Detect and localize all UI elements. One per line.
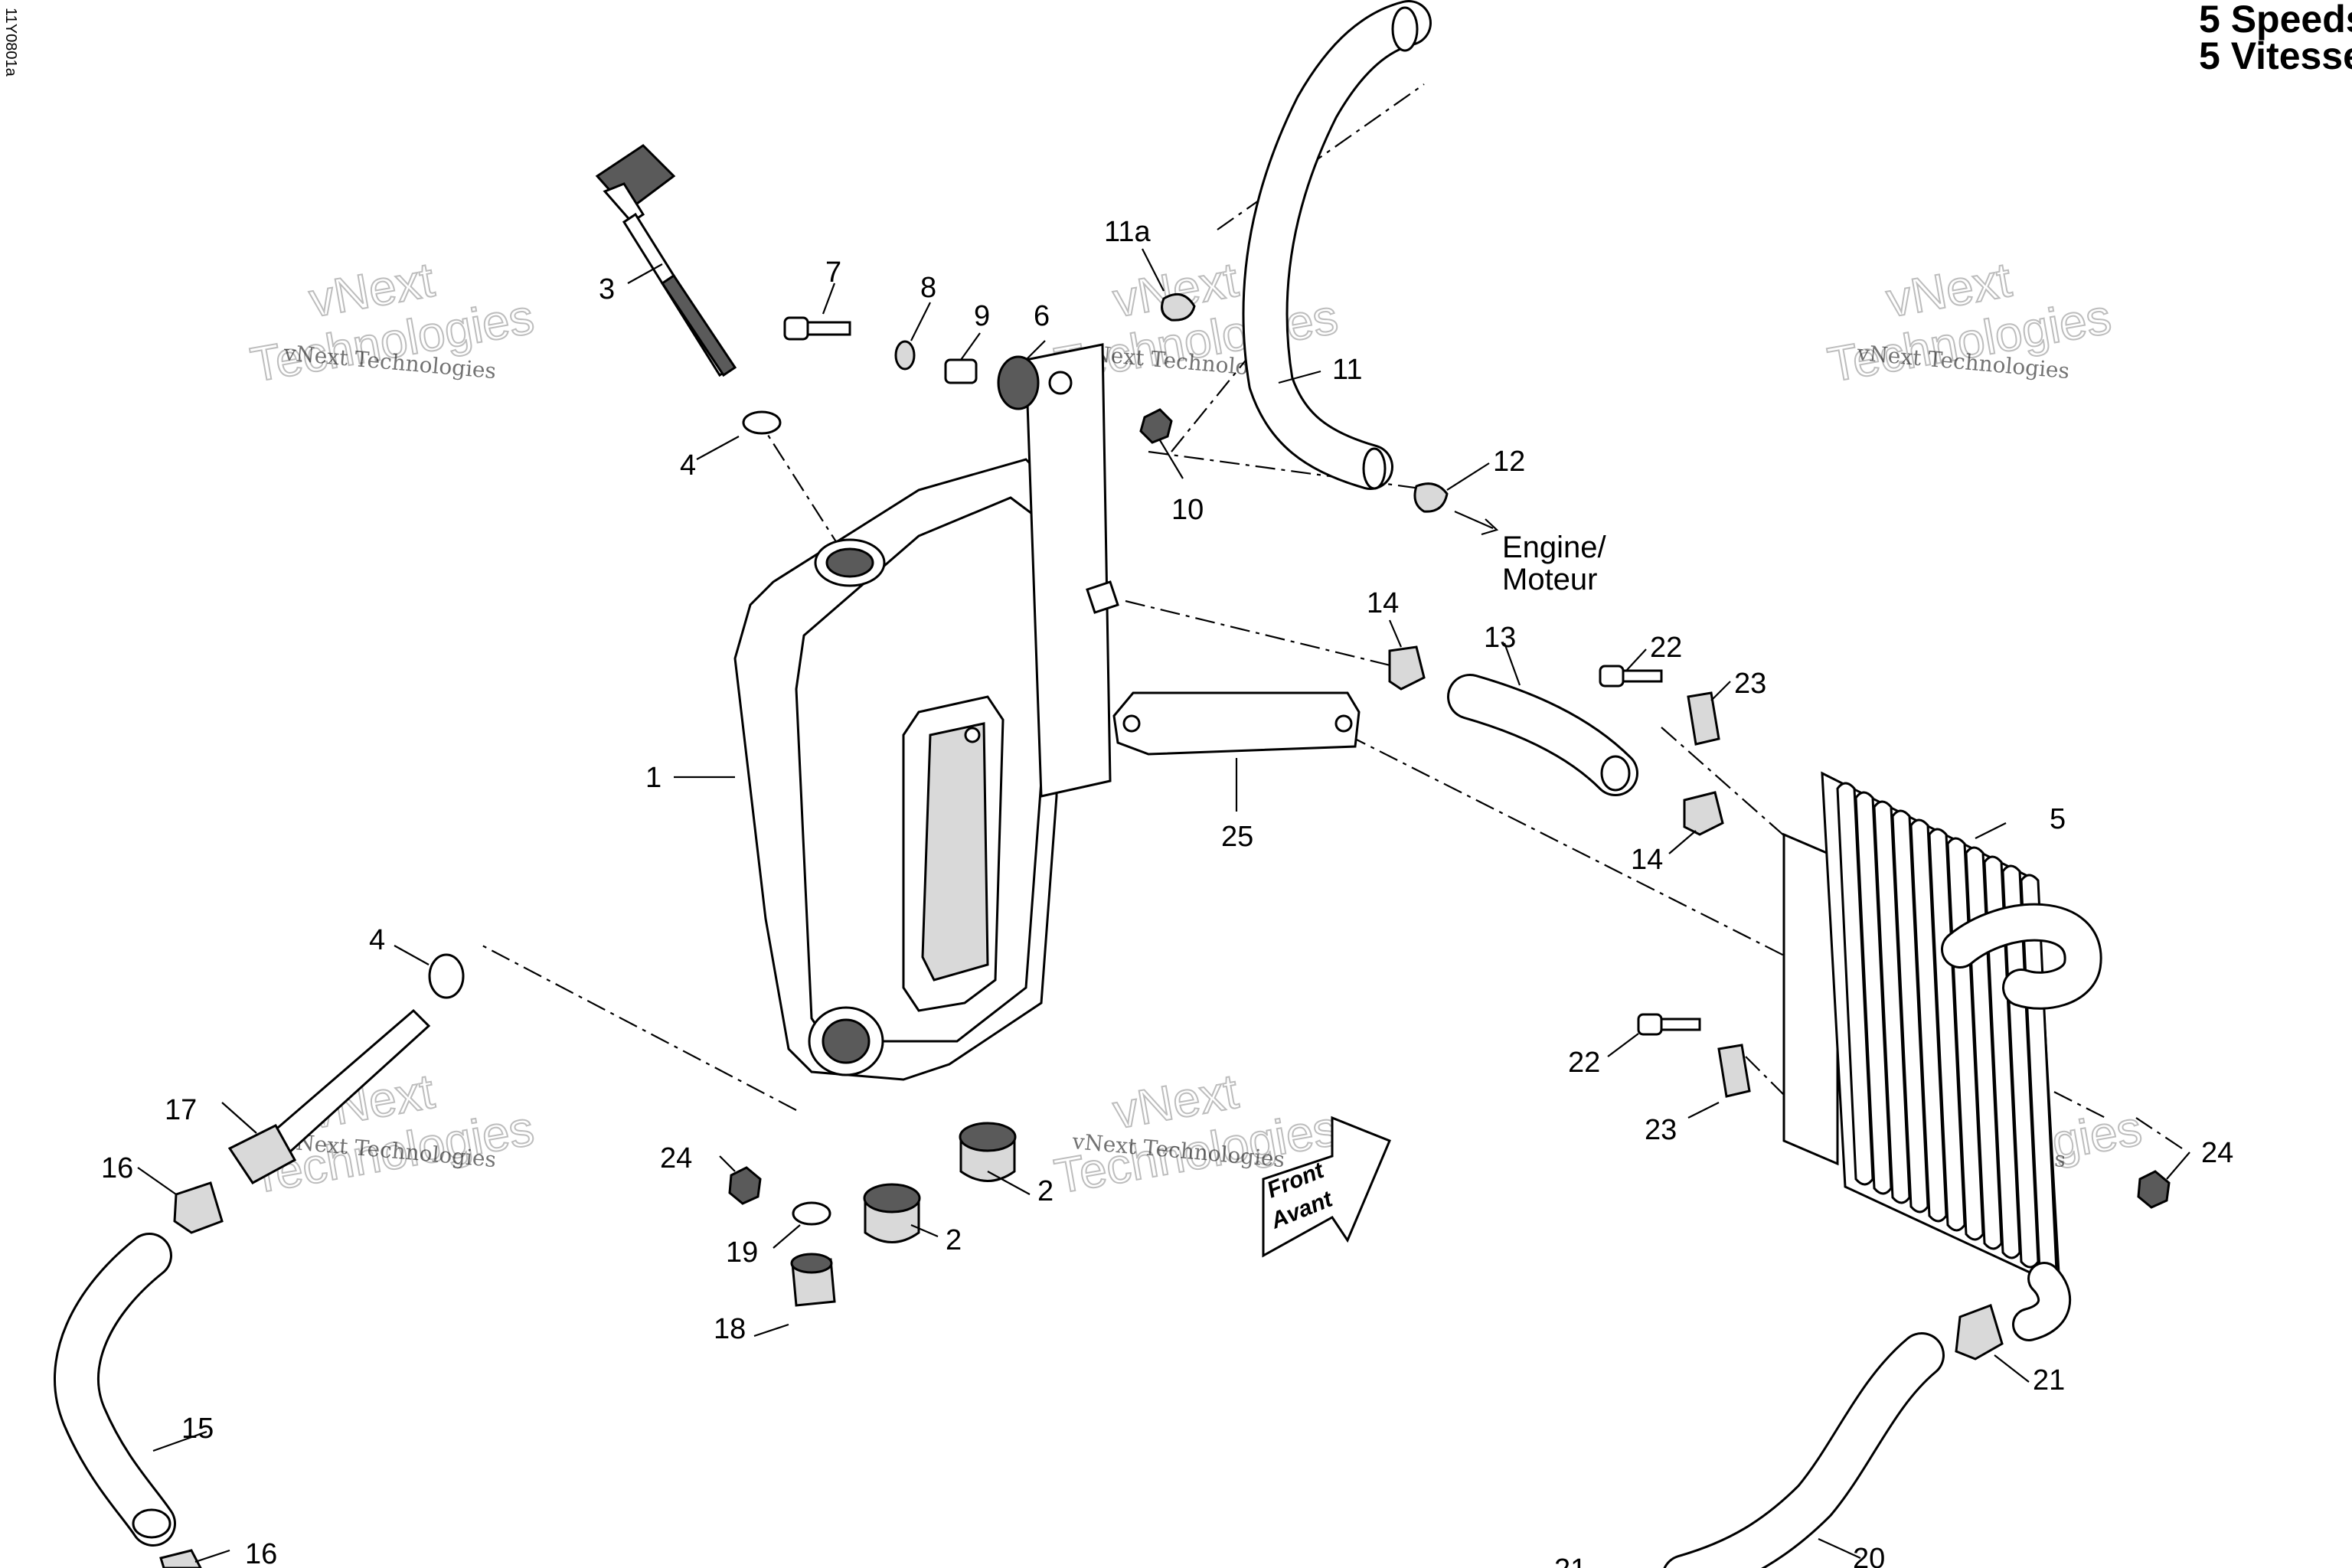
callout-4-upper: 4 xyxy=(680,449,696,482)
reference-code: 11Y0801a xyxy=(2,8,19,77)
callout-23-upper: 23 xyxy=(1734,668,1766,700)
rubber-mount-a xyxy=(863,1183,921,1243)
lower-hose-15 xyxy=(54,1233,176,1547)
o-ring-upper xyxy=(742,410,782,435)
clamp-16-lower xyxy=(159,1549,202,1568)
clamp-14-upper xyxy=(1388,645,1426,691)
callout-9: 9 xyxy=(974,300,990,332)
bolt-7 xyxy=(783,316,851,341)
callout-19: 19 xyxy=(726,1236,758,1269)
callout-17: 17 xyxy=(165,1094,197,1126)
bolt-22-lower xyxy=(1637,1013,1701,1036)
callout-23-lower: 23 xyxy=(1645,1114,1677,1146)
lower-hose-20 xyxy=(1663,1332,1945,1568)
upper-hose-11 xyxy=(1242,0,1432,490)
front-direction-arrow: Front Avant xyxy=(1262,1116,1391,1258)
title-line-1: 5 Speeds xyxy=(2199,0,2352,41)
callout-21-right: 21 xyxy=(2033,1364,2065,1396)
callout-13: 13 xyxy=(1484,622,1516,654)
callout-labels: 1 2 2 3 4 4 5 6 7 8 9 10 11 11a 12 13 14… xyxy=(101,216,2233,1568)
callout-22-upper: 22 xyxy=(1650,632,1682,664)
callout-7: 7 xyxy=(825,256,841,289)
callout-6: 6 xyxy=(1034,300,1050,332)
cooler-fins xyxy=(1836,782,2058,1278)
callout-16-upper: 16 xyxy=(101,1152,133,1184)
callout-5: 5 xyxy=(2050,803,2066,835)
callout-14-lower: 14 xyxy=(1631,844,1663,876)
leader-lines xyxy=(137,248,2190,1563)
washer-19 xyxy=(792,1201,831,1226)
callout-11a: 11a xyxy=(1104,216,1151,248)
callout-22-lower: 22 xyxy=(1568,1047,1600,1079)
engine-arrow xyxy=(1454,510,1499,536)
clamp-14-lower xyxy=(1683,791,1724,836)
title-line-2: 5 Vitesses xyxy=(2199,34,2352,77)
bracket-strap-25 xyxy=(1112,691,1361,756)
dipstick xyxy=(595,144,737,377)
clip-23-upper xyxy=(1687,691,1720,746)
callout-8: 8 xyxy=(920,272,936,304)
callout-1: 1 xyxy=(645,762,662,794)
callout-21-bottom: 21 xyxy=(1554,1553,1586,1568)
callout-16-lower: 16 xyxy=(245,1538,277,1568)
callout-11: 11 xyxy=(1332,354,1362,386)
callout-14-upper: 14 xyxy=(1367,587,1399,619)
nut-24-right xyxy=(2137,1170,2171,1209)
clamp-21 xyxy=(1955,1304,2004,1361)
callout-10: 10 xyxy=(1171,494,1204,526)
callout-25: 25 xyxy=(1221,821,1253,853)
callout-18: 18 xyxy=(714,1313,746,1345)
bolt-22-upper xyxy=(1599,665,1663,688)
clamp-12 xyxy=(1413,482,1449,513)
callout-2-right: 2 xyxy=(1037,1175,1054,1207)
rubber-mount-b xyxy=(959,1122,1017,1182)
fitting-17 xyxy=(227,1008,431,1184)
callout-4-lower: 4 xyxy=(369,924,385,956)
callout-2-left: 2 xyxy=(946,1224,962,1256)
cooler-hose-13 xyxy=(1447,674,1638,796)
spacer-9 xyxy=(944,358,978,384)
assembly-lines xyxy=(482,83,2183,1149)
callout-3: 3 xyxy=(599,273,615,305)
oil-tank xyxy=(733,343,1119,1081)
washer-8 xyxy=(894,340,916,371)
clip-23-lower xyxy=(1717,1044,1751,1098)
o-ring-lower xyxy=(428,953,465,999)
drain-plug-18 xyxy=(790,1253,836,1307)
callout-24-left: 24 xyxy=(660,1142,692,1174)
callout-20: 20 xyxy=(1853,1543,1885,1568)
nut-24-left xyxy=(728,1166,762,1205)
callout-15: 15 xyxy=(181,1413,214,1445)
engine-label-2: Moteur xyxy=(1502,563,1598,596)
grommet-6 xyxy=(997,355,1040,410)
clamp-11a xyxy=(1161,292,1196,322)
clamp-16-upper xyxy=(173,1181,224,1234)
callout-24-right: 24 xyxy=(2201,1137,2233,1169)
callout-12: 12 xyxy=(1493,446,1525,478)
oil-cooler xyxy=(1782,771,2102,1341)
nut-10 xyxy=(1139,408,1173,444)
engine-label-1: Engine/ xyxy=(1502,531,1607,564)
